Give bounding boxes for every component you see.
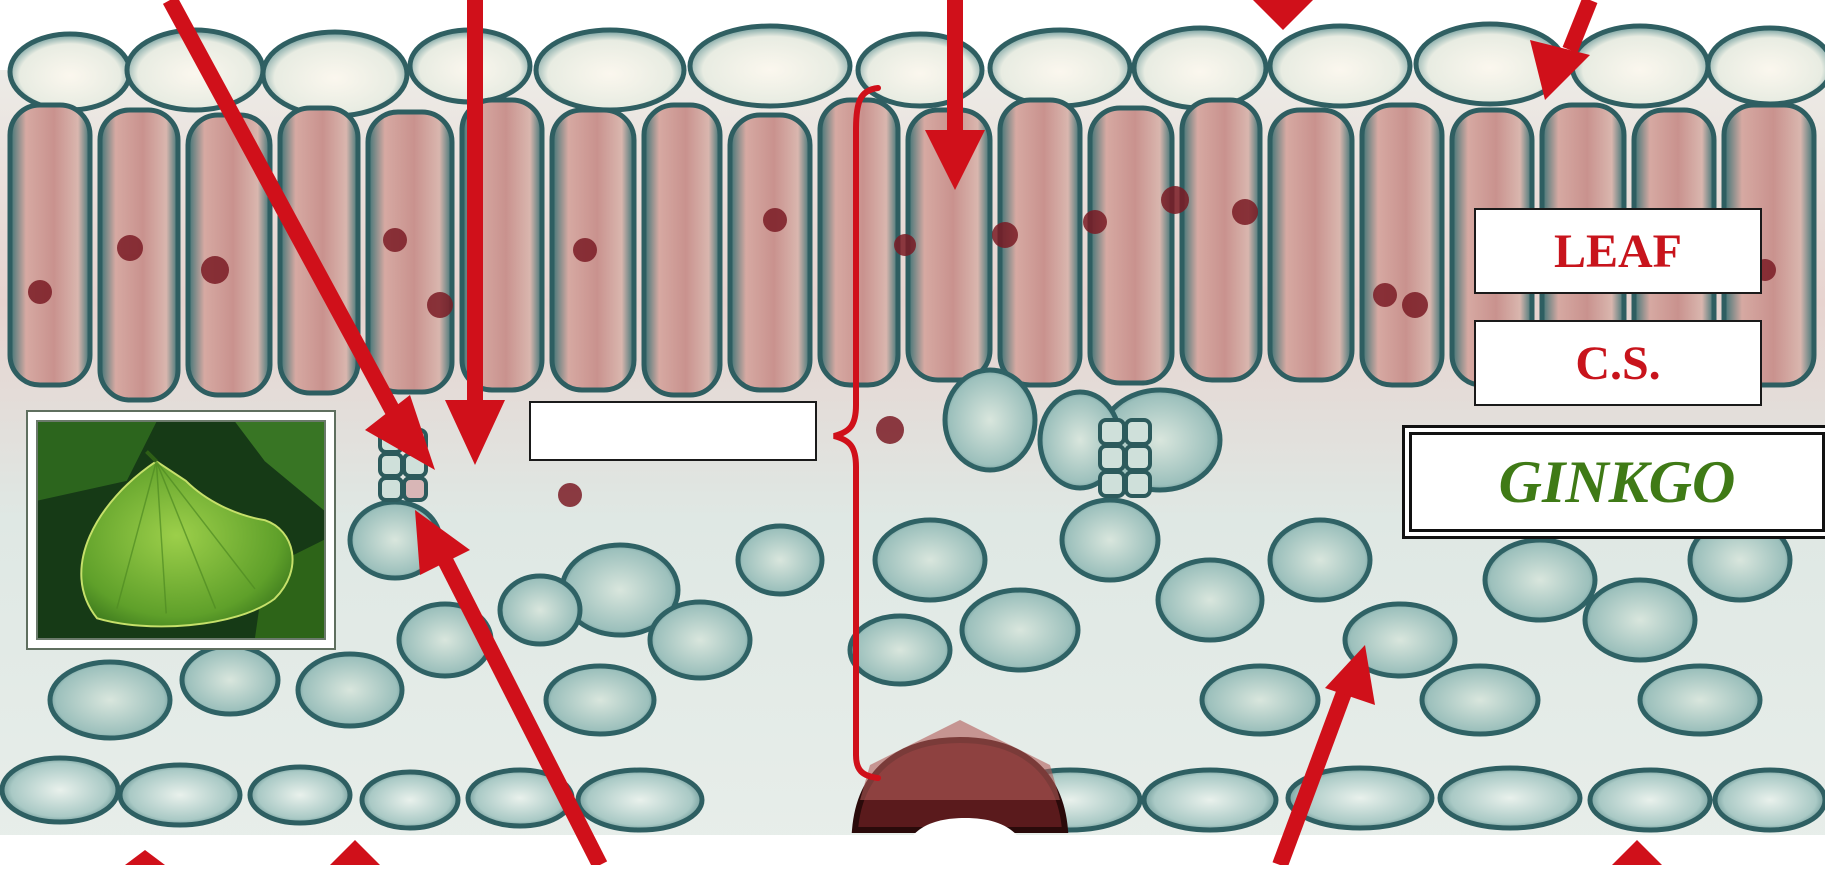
cs-label-box: C.S. [1474,320,1762,406]
leaf-label-box: LEAF [1474,208,1762,294]
ginkgo-leaf-inset [26,410,336,650]
genus-label-box: GINKGO [1409,432,1825,532]
cs-label: C.S. [1575,336,1660,391]
ginkgo-leaf-photo-frame [36,420,326,640]
genus-label: GINKGO [1499,448,1736,517]
ginkgo-leaf-icon [38,422,324,638]
blank-label-box[interactable] [529,401,817,461]
leaf-label: LEAF [1554,224,1682,279]
